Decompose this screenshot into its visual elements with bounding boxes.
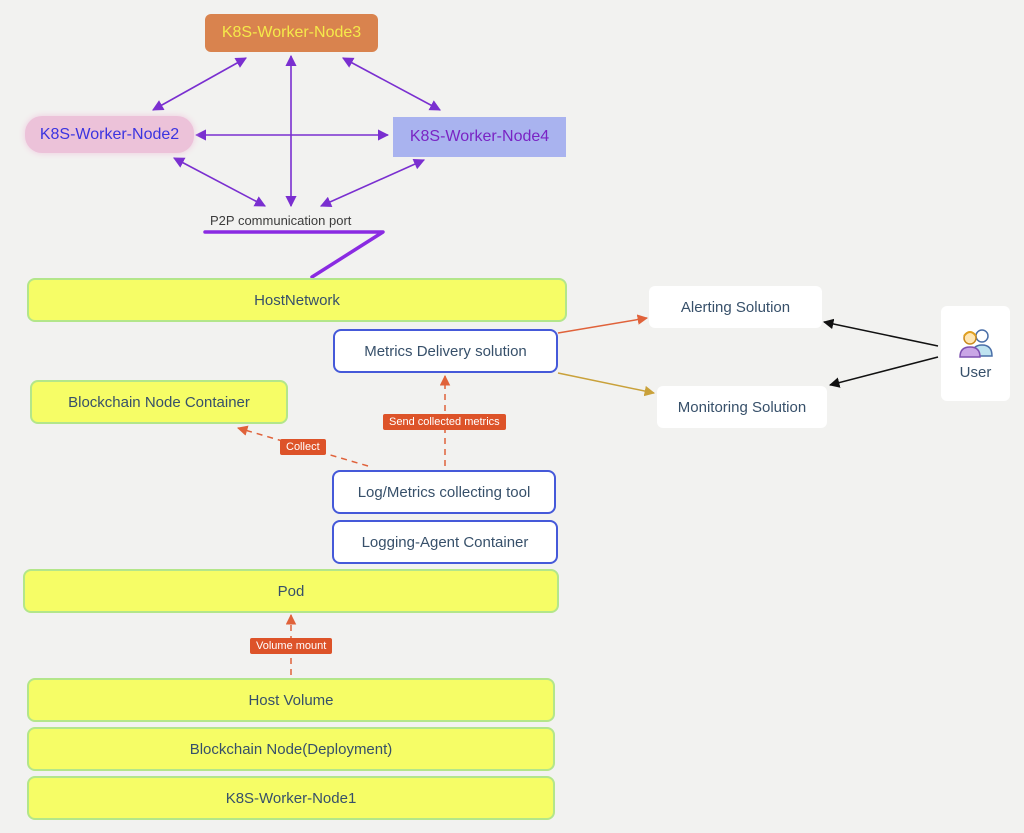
edge-node2-p2p (173, 157, 266, 207)
volume-mount-label: Volume mount (250, 638, 333, 654)
worker-node1: K8S-Worker-Node1 (27, 776, 555, 820)
host-volume: Host Volume (27, 678, 555, 722)
edge-node4-p2p (319, 158, 426, 208)
blockchain-node-deployment: Blockchain Node(Deployment) (27, 727, 555, 771)
worker-node2: K8S-Worker-Node2 (28, 119, 191, 150)
collect-label: Collect (280, 439, 326, 455)
metrics-delivery: Metrics Delivery solution (333, 329, 558, 373)
user-card: User (941, 306, 1010, 401)
edge-delivery-monitoring (557, 372, 656, 397)
host-network: HostNetwork (27, 278, 567, 322)
monitoring-solution: Monitoring Solution (657, 386, 827, 428)
worker-node3: K8S-Worker-Node3 (205, 14, 378, 52)
edge-user-alerting (822, 318, 939, 347)
worker-node4: K8S-Worker-Node4 (393, 117, 566, 157)
log-metrics-collecting-tool: Log/Metrics collecting tool (332, 470, 556, 514)
users-icon (958, 329, 993, 358)
user-label: User (959, 364, 992, 381)
edge-user-monitoring (828, 356, 939, 388)
logging-agent-container: Logging-Agent Container (332, 520, 558, 564)
p2p-port-connector (203, 230, 385, 279)
send-metrics-label: Send collected metrics (383, 414, 506, 430)
edge-delivery-alerting (557, 314, 649, 334)
pod: Pod (23, 569, 559, 613)
edge-node3-node4 (342, 57, 441, 111)
p2p-port-label: P2P communication port (210, 213, 352, 228)
blockchain-node-container: Blockchain Node Container (30, 380, 288, 424)
alerting-solution: Alerting Solution (649, 286, 822, 328)
edge-node3-node2 (152, 57, 247, 111)
